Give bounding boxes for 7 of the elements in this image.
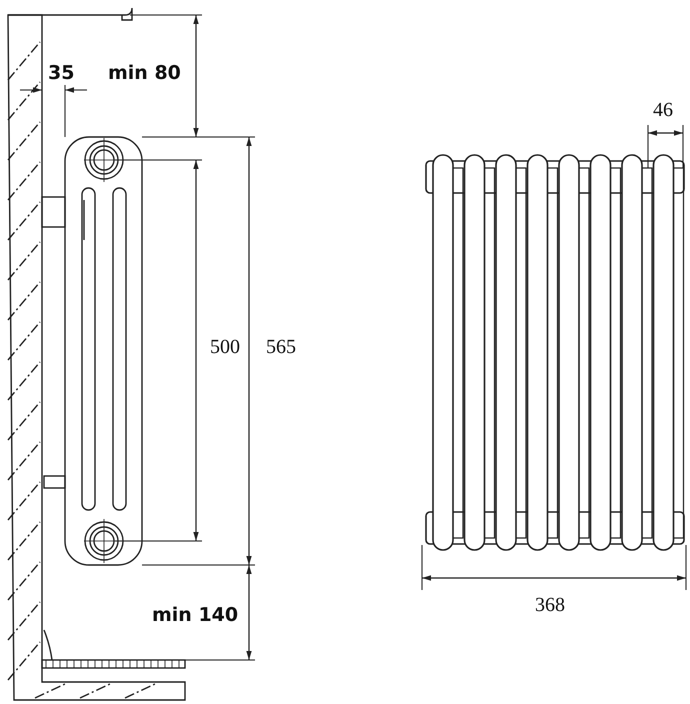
dimension-label: 46	[653, 100, 673, 120]
dimension-label: 565	[266, 337, 296, 357]
dimension-label: 35	[48, 64, 74, 83]
dimension-label: min 80	[108, 64, 181, 83]
dimension-label: min 140	[152, 606, 238, 625]
dimension-label: 368	[535, 595, 565, 615]
dimension-label: 500	[210, 337, 240, 357]
